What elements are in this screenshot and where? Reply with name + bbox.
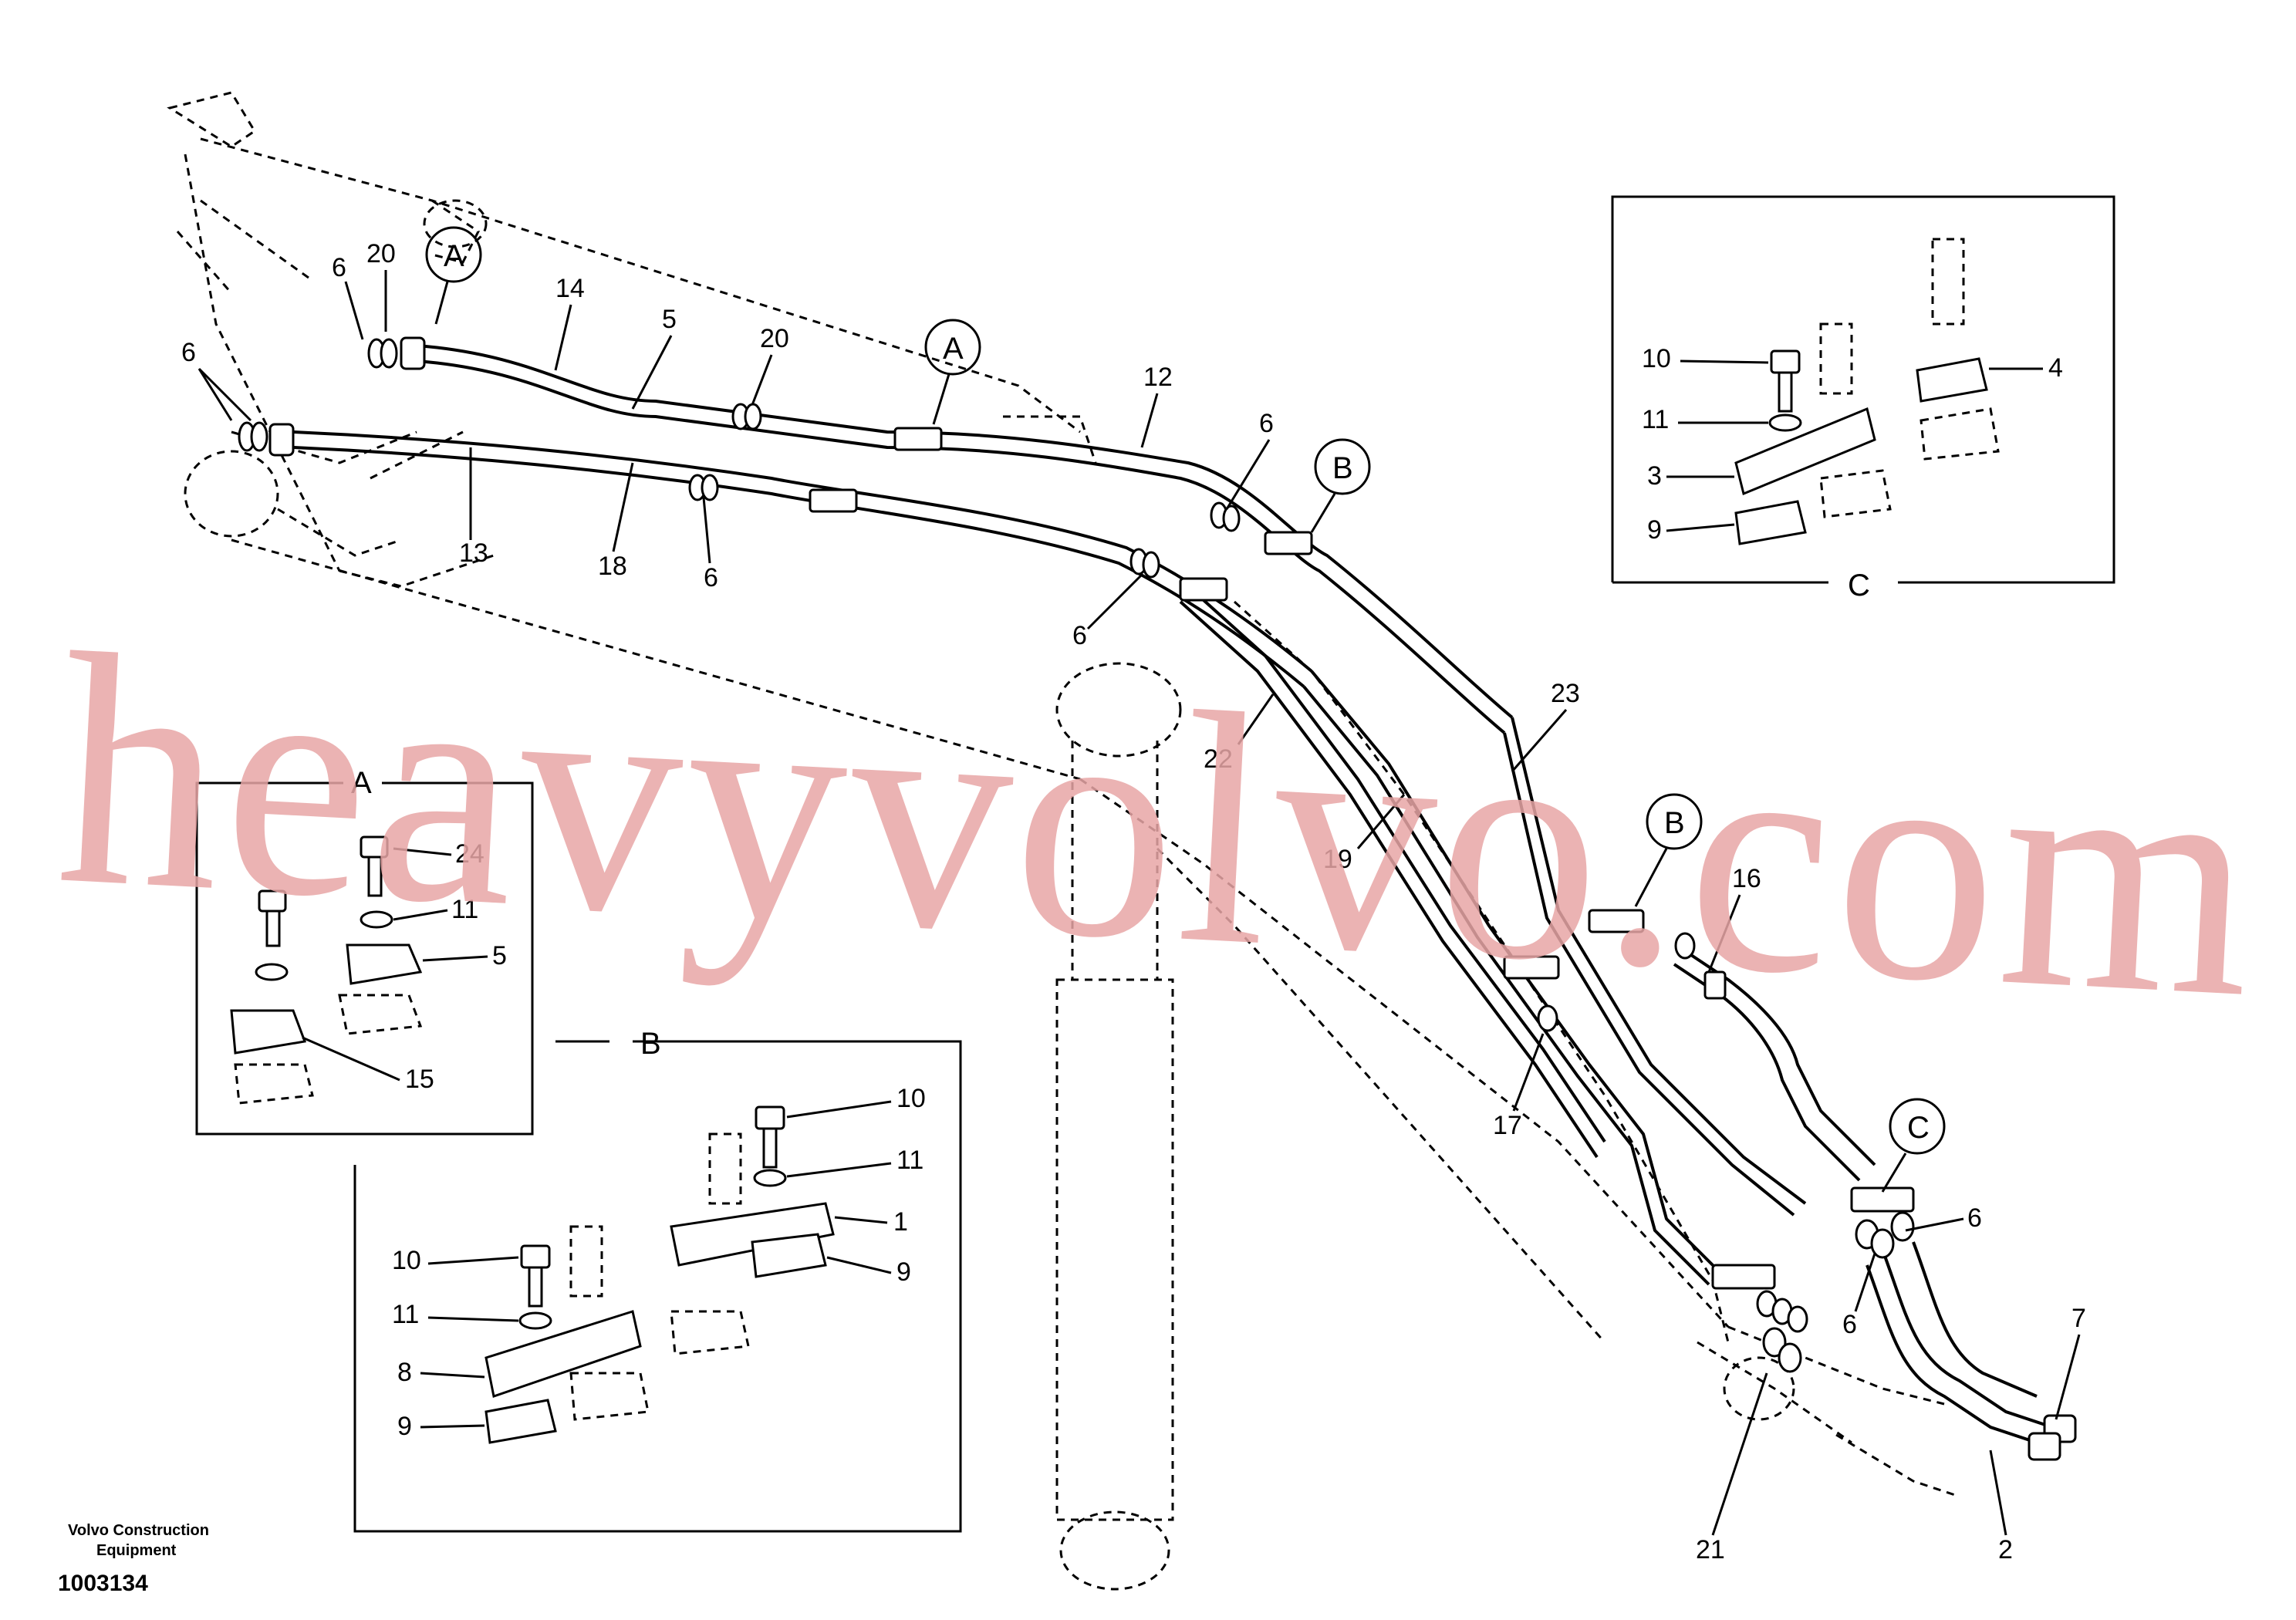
main-view-labels: 6 20 6 14 5 20 12 6 13 18 6 6 22 23 19 1… xyxy=(181,239,2086,1564)
svg-text:21: 21 xyxy=(1696,1535,1725,1564)
svg-text:A: A xyxy=(943,332,964,366)
svg-text:15: 15 xyxy=(405,1065,434,1094)
svg-text:A: A xyxy=(444,239,464,273)
svg-text:18: 18 xyxy=(598,552,627,581)
detail-view-b: B 10 11 1 9 10 11 8 9 xyxy=(353,1027,962,1533)
svg-text:19: 19 xyxy=(1323,845,1352,874)
footer: Volvo Construction Equipment 1003134 xyxy=(58,1522,209,1596)
svg-text:11: 11 xyxy=(392,1300,419,1329)
callout-bubbles: A A B B C xyxy=(425,226,1946,1193)
svg-text:10: 10 xyxy=(392,1246,421,1275)
detail-view-c: C 10 11 3 9 4 xyxy=(1611,195,2115,602)
svg-text:11: 11 xyxy=(1642,405,1669,434)
svg-text:4: 4 xyxy=(2048,353,2063,383)
callout-a-lower[interactable]: A xyxy=(924,319,981,425)
svg-text:17: 17 xyxy=(1493,1111,1522,1140)
clamp xyxy=(893,427,943,451)
svg-text:6: 6 xyxy=(1967,1203,1982,1233)
svg-text:23: 23 xyxy=(1551,679,1580,708)
detail-view-a: A 24 11 5 15 xyxy=(195,766,534,1136)
svg-text:B: B xyxy=(1332,451,1353,485)
svg-text:A: A xyxy=(351,766,372,800)
svg-text:B: B xyxy=(1664,806,1685,840)
svg-text:7: 7 xyxy=(2071,1304,2086,1333)
svg-text:6: 6 xyxy=(1072,621,1087,650)
svg-text:B: B xyxy=(640,1027,661,1061)
svg-text:6: 6 xyxy=(1259,409,1274,438)
drawing-number: 1003134 xyxy=(58,1571,148,1596)
callout-b-lower[interactable]: B xyxy=(1634,793,1703,907)
svg-text:5: 5 xyxy=(662,305,677,334)
callout-b-upper[interactable]: B xyxy=(1310,438,1371,533)
svg-text:9: 9 xyxy=(896,1257,911,1287)
fitting xyxy=(400,336,426,370)
svg-text:3: 3 xyxy=(1647,461,1662,491)
svg-text:C: C xyxy=(1848,569,1870,602)
svg-text:11: 11 xyxy=(896,1146,923,1175)
callout-c[interactable]: C xyxy=(1881,1098,1946,1193)
company-name-line2: Equipment xyxy=(96,1542,177,1559)
svg-text:16: 16 xyxy=(1732,864,1761,893)
svg-text:6: 6 xyxy=(704,563,718,592)
svg-text:6: 6 xyxy=(332,253,346,282)
pipe-fittings xyxy=(238,336,2077,1461)
svg-text:C: C xyxy=(1907,1111,1930,1145)
company-name: Volvo Construction xyxy=(68,1522,209,1539)
svg-text:1: 1 xyxy=(893,1207,908,1237)
svg-text:14: 14 xyxy=(555,274,585,303)
svg-text:10: 10 xyxy=(1642,344,1671,373)
svg-text:2: 2 xyxy=(1998,1535,2013,1564)
svg-text:5: 5 xyxy=(492,941,507,970)
svg-text:9: 9 xyxy=(397,1412,412,1441)
svg-text:6: 6 xyxy=(1842,1310,1857,1339)
hydraulic-pipes xyxy=(292,344,2053,1444)
svg-text:24: 24 xyxy=(455,839,485,869)
svg-text:22: 22 xyxy=(1204,744,1233,774)
boom-outline xyxy=(167,91,1960,1498)
svg-text:6: 6 xyxy=(181,338,196,367)
svg-text:11: 11 xyxy=(451,895,478,924)
callout-a-upper[interactable]: A xyxy=(425,226,482,325)
svg-text:20: 20 xyxy=(366,239,396,268)
svg-text:20: 20 xyxy=(760,324,789,353)
svg-text:9: 9 xyxy=(1647,515,1662,545)
svg-text:8: 8 xyxy=(397,1358,412,1387)
svg-text:12: 12 xyxy=(1143,363,1173,392)
svg-text:10: 10 xyxy=(896,1084,926,1113)
svg-text:13: 13 xyxy=(459,538,488,568)
boom-cylinder xyxy=(1055,662,1182,1591)
